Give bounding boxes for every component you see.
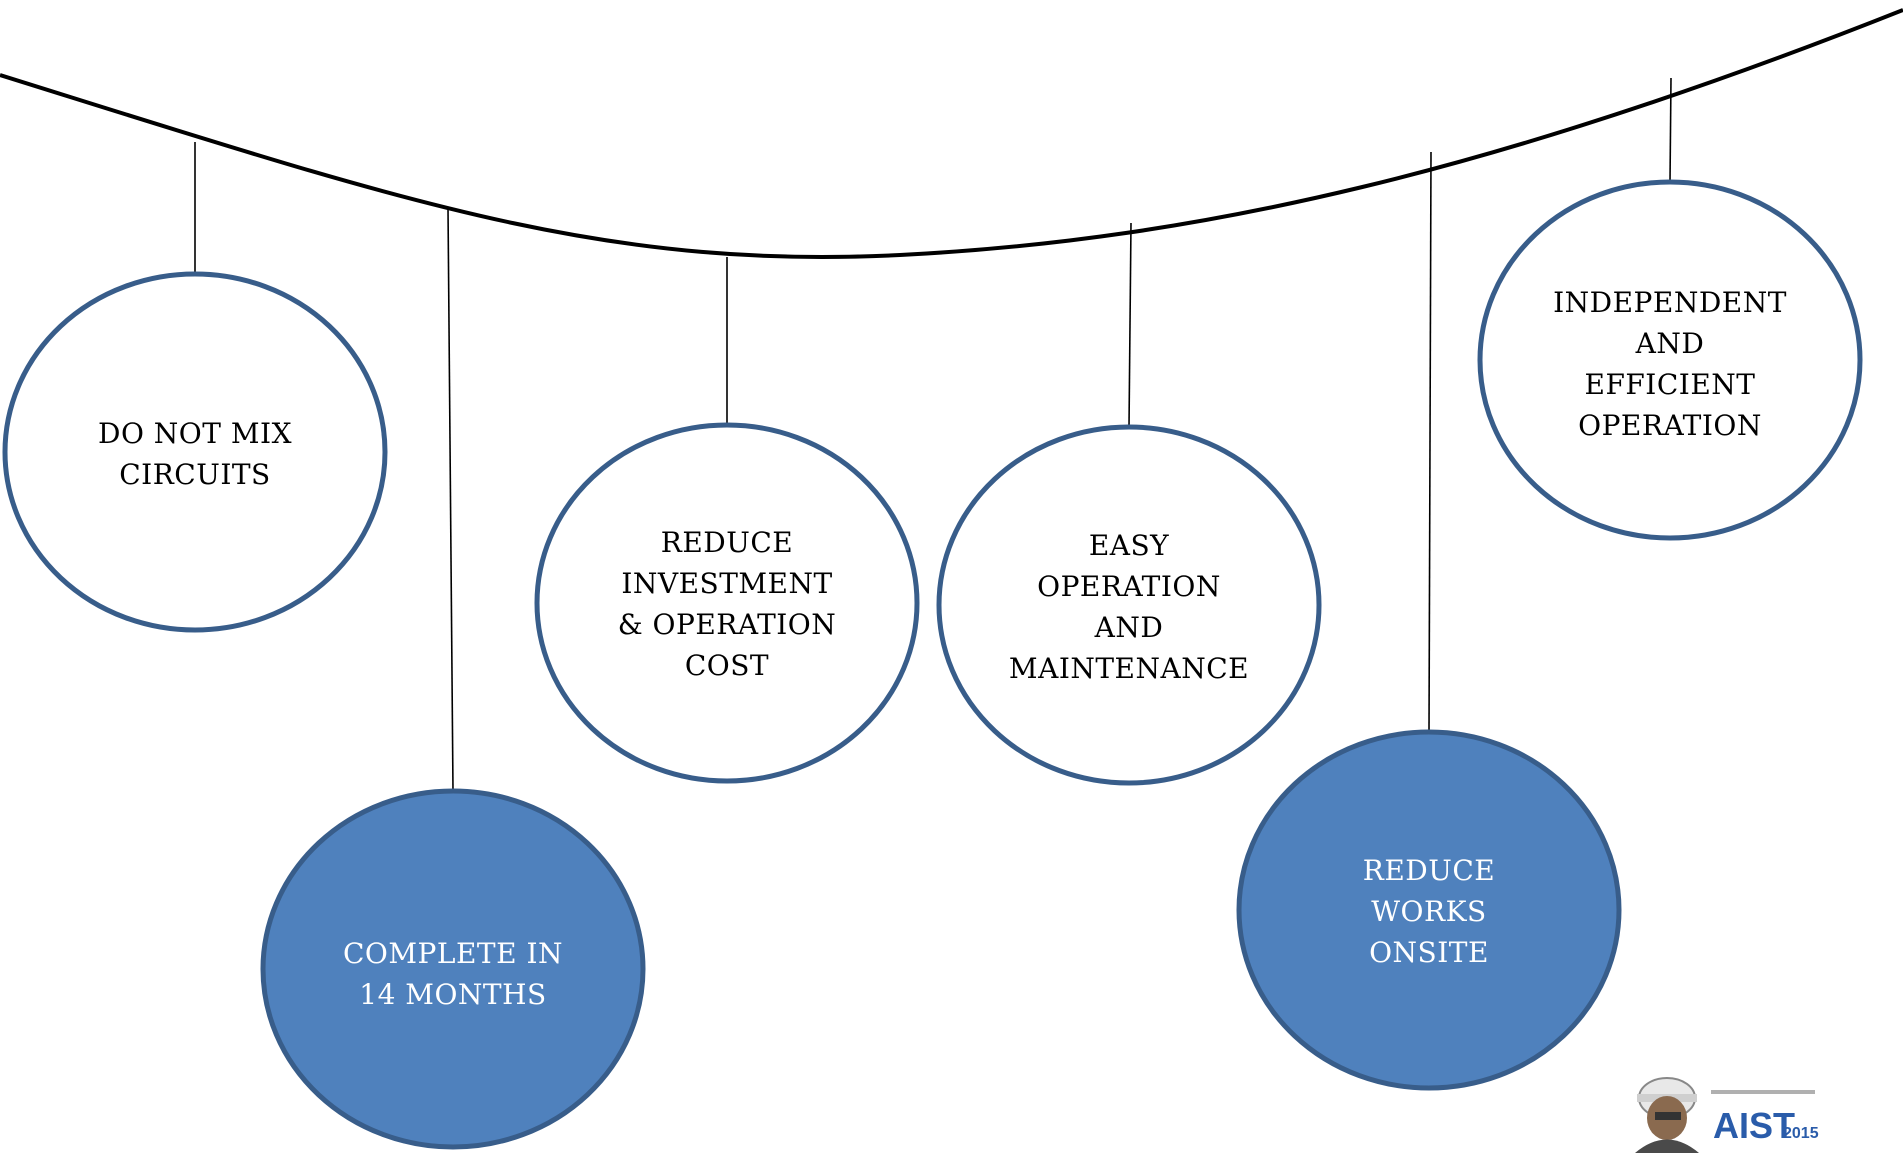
bubble-label-complete-in-14-months: COMPLETE IN 14 MONTHS <box>343 937 563 1011</box>
bubble-easy-operation <box>936 424 1322 786</box>
bubble-label-independent-operation: INDEPENDENT AND EFFICIENT OPERATION <box>1553 286 1787 442</box>
hanging-strings <box>194 77 1672 792</box>
string-easy-operation <box>1128 222 1132 428</box>
string-complete-in-14-months <box>447 207 454 792</box>
hanging-line <box>0 8 1903 259</box>
bubble-independent-operation <box>1477 179 1863 541</box>
string-independent-operation <box>1669 77 1672 183</box>
bubble-label-reduce-investment: REDUCE INVESTMENT & OPERATION COST <box>617 526 837 682</box>
bubble-reduce-investment <box>534 422 920 784</box>
bubble-label-easy-operation: EASY OPERATION AND MAINTENANCE <box>1008 529 1250 685</box>
bubble-circles <box>2 179 1863 1150</box>
worker-helmet-logo-icon: AIST 2015 <box>1635 1077 1819 1153</box>
svg-text:2015: 2015 <box>1783 1125 1819 1142</box>
bubble-label-reduce-works-onsite: REDUCE WORKS ONSITE <box>1362 854 1496 969</box>
string-reduce-works-onsite <box>1428 151 1432 733</box>
bubble-do-not-mix-circuits <box>2 271 388 633</box>
bubble-reduce-works-onsite <box>1236 729 1622 1091</box>
bubble-label-do-not-mix-circuits: DO NOT MIX CIRCUITS <box>98 417 292 491</box>
bubble-complete-in-14-months <box>260 788 646 1150</box>
svg-text:AIST: AIST <box>1713 1105 1795 1146</box>
